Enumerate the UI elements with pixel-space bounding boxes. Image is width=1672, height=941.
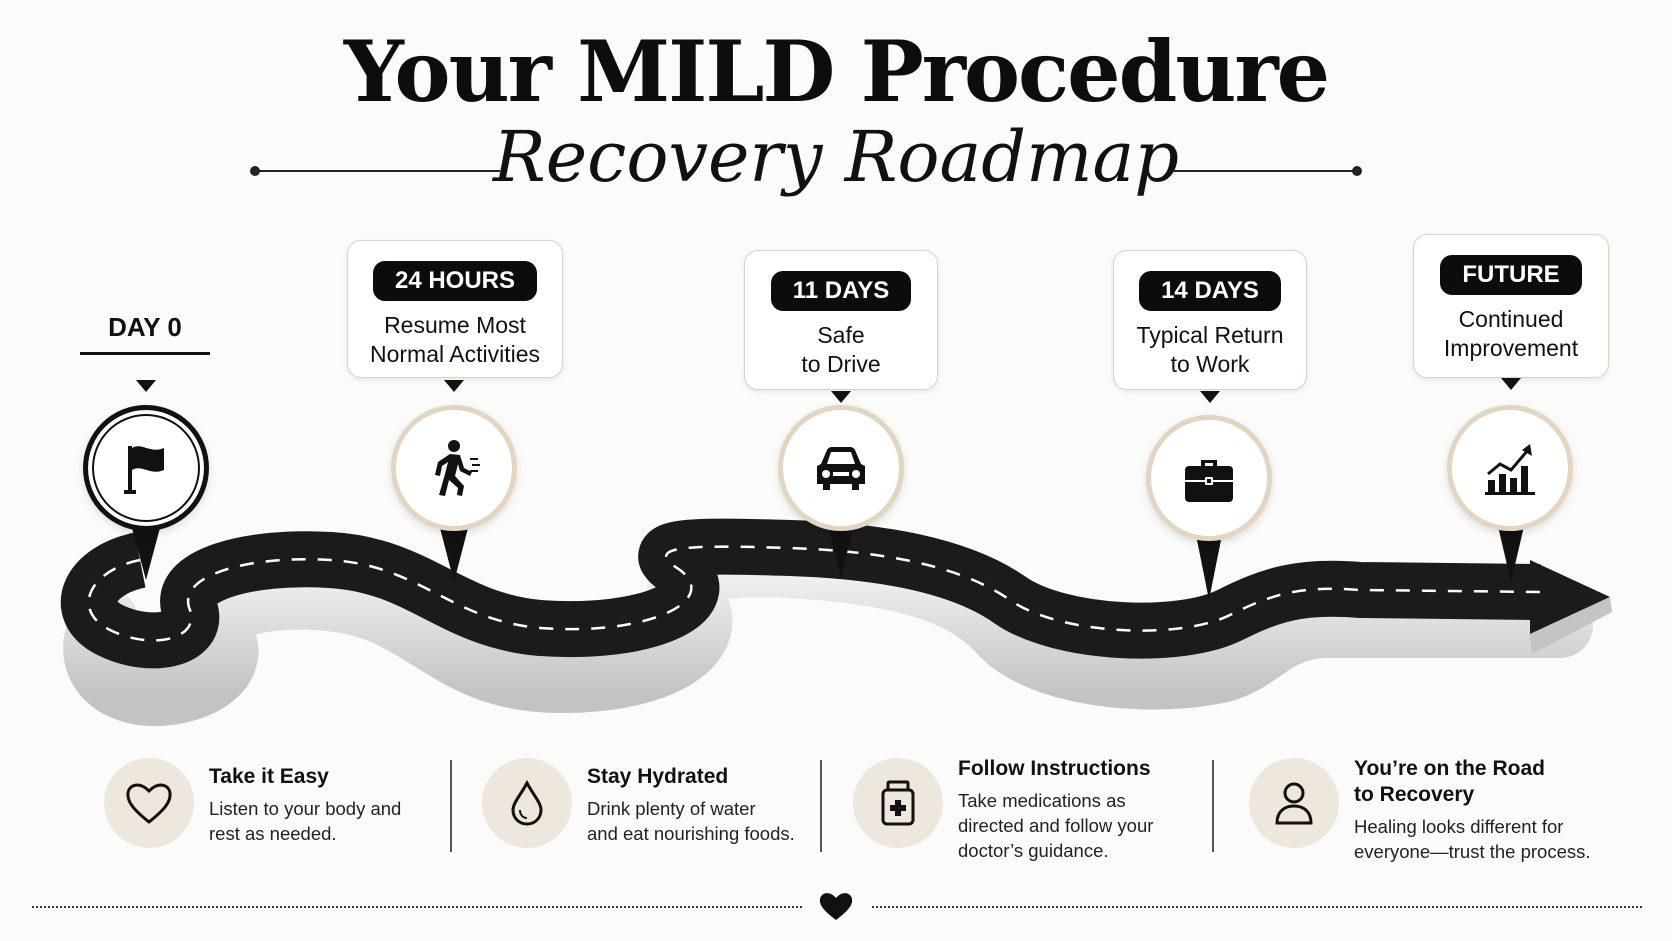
milestone-card-14-days: 14 DAYS Typical Return to Work [1113, 250, 1307, 390]
milestone-marker-day0 [83, 405, 209, 531]
car-icon [817, 447, 865, 490]
tip-title-line: to Recovery [1354, 783, 1475, 806]
card-pointer [444, 380, 464, 392]
day0-pointer [136, 380, 156, 392]
milestone-label: 24 HOURS [372, 261, 538, 301]
milestone-marker-future [1447, 405, 1573, 531]
tip-text: Take medications as [958, 790, 1126, 811]
tip-title: Stay Hydrated [587, 765, 729, 788]
tip-title: You’re on the Road to Recovery [1354, 756, 1545, 808]
milestone-description: Safe to Drive [745, 321, 937, 379]
milestone-day0-label: DAY 0 [108, 312, 182, 342]
milestone-label: FUTURE [1440, 255, 1582, 295]
heart-icon [126, 783, 172, 824]
milestone-marker-11-days [778, 405, 904, 531]
tip-title: Follow Instructions [958, 757, 1151, 780]
description-line: Improvement [1443, 335, 1579, 361]
tip-text: directed and follow your [958, 815, 1154, 836]
tip-take-it-easy: Take it Easy Listen to your body and res… [104, 750, 434, 860]
milestone-description: Continued Improvement [1414, 305, 1608, 363]
description-line: Typical Return [1136, 322, 1284, 348]
medicine-bottle-icon [881, 780, 915, 826]
tip-divider [820, 760, 822, 852]
milestone-card-24-hours: 24 HOURS Resume Most Normal Activities [347, 240, 563, 378]
milestone-description: Resume Most Normal Activities [348, 311, 562, 369]
milestone-card-11-days: 11 DAYS Safe to Drive [744, 250, 938, 390]
title-rule-left [254, 170, 500, 172]
footer-dotted-line-right [872, 906, 1642, 908]
footer-dotted-line-left [32, 906, 802, 908]
milestone-description: Typical Return to Work [1114, 321, 1306, 379]
title-rule-dot-left [250, 166, 260, 176]
tip-text: doctor’s guidance. [958, 840, 1109, 861]
heart-icon [819, 893, 853, 920]
milestone-day0-underline [80, 352, 210, 355]
tip-text: everyone—trust the process. [1354, 841, 1591, 862]
milestone-label: 14 DAYS [1139, 271, 1281, 311]
tip-road-to-recovery: You’re on the Road to Recovery Healing l… [1249, 750, 1629, 862]
briefcase-icon [1185, 460, 1233, 502]
description-line: to Work [1170, 351, 1250, 377]
tip-text: Drink plenty of water [587, 798, 756, 819]
tip-stay-hydrated: Stay Hydrated Drink plenty of water and … [482, 750, 822, 860]
description-line: Continued [1458, 306, 1564, 332]
tip-divider [1212, 760, 1214, 852]
milestone-marker-24-hours [391, 405, 517, 531]
milestone-marker-14-days [1146, 415, 1272, 541]
title-rule-right [1172, 170, 1360, 172]
tip-title-line: You’re on the Road [1354, 757, 1545, 780]
title-rule-dot-right [1352, 166, 1362, 176]
description-line: Normal Activities [370, 341, 540, 367]
page-subtitle: Recovery Roadmap [492, 116, 1180, 198]
milestone-label: 11 DAYS [770, 271, 912, 311]
tip-text: Listen to your body and [209, 798, 402, 819]
person-icon [1275, 782, 1313, 825]
tip-divider [450, 760, 452, 852]
tip-text: and eat nourishing foods. [587, 823, 795, 844]
page-title: Your MILD Procedure [343, 22, 1330, 121]
tip-title: Take it Easy [209, 765, 329, 788]
description-line: Resume Most [384, 312, 526, 338]
card-pointer [1501, 378, 1521, 390]
description-line: Safe [817, 322, 865, 348]
walking-person-icon [435, 440, 480, 496]
water-drop-icon [511, 779, 543, 826]
flag-icon [124, 446, 164, 494]
tip-text: Healing looks different for [1354, 816, 1564, 837]
card-pointer [831, 391, 851, 403]
milestone-card-future: FUTURE Continued Improvement [1413, 234, 1609, 378]
description-line: to Drive [801, 351, 881, 377]
card-pointer [1200, 391, 1220, 403]
growth-chart-icon [1485, 444, 1535, 495]
tip-follow-instructions: Follow Instructions Take medications as … [853, 750, 1193, 861]
tip-text: rest as needed. [209, 823, 337, 844]
